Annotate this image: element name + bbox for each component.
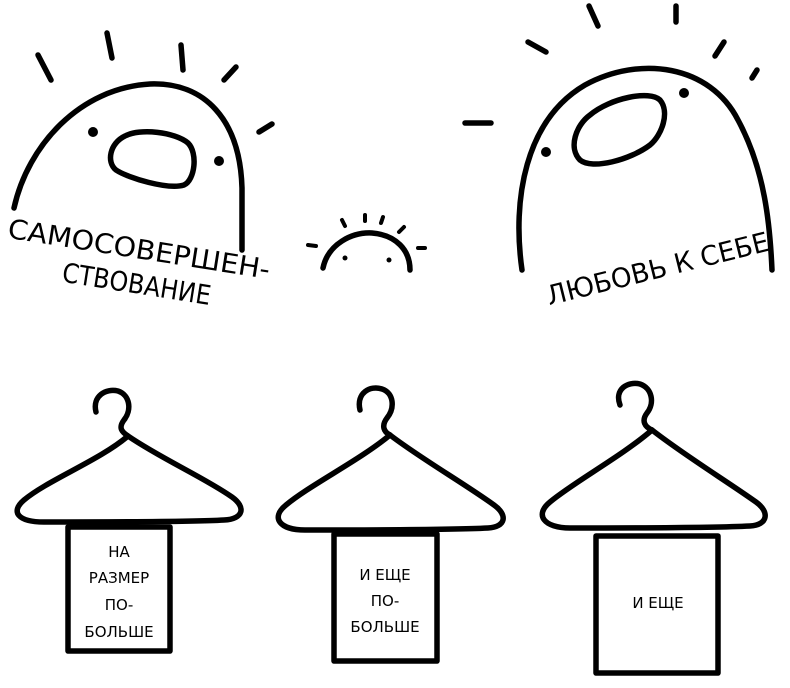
hanger-1-text-line4: БОЛЬШЕ bbox=[84, 623, 153, 641]
hanger-2-text-line1: И ЕЩЕ bbox=[359, 566, 410, 584]
hanger-2: И ЕЩЕ ПО- БОЛЬШЕ bbox=[275, 385, 506, 664]
small-blob bbox=[306, 213, 427, 273]
hanger-2-triangle bbox=[275, 432, 506, 533]
left-blob-eye-left bbox=[88, 127, 98, 137]
hanger-2-garment bbox=[331, 531, 440, 664]
right-blob-outline bbox=[516, 65, 775, 273]
small-blob-eye-right bbox=[386, 257, 392, 263]
left-blob: САМОСОВЕРШЕН- СТВОВАНИЕ bbox=[6, 30, 275, 312]
hanger-1-triangle bbox=[14, 433, 244, 525]
hanger-1-garment bbox=[65, 524, 173, 654]
hanger-3-hook bbox=[615, 380, 655, 433]
left-blob-mouth bbox=[107, 129, 197, 189]
hanger-3-garment bbox=[593, 533, 721, 676]
left-blob-rays bbox=[35, 30, 275, 135]
small-blob-eye-left bbox=[342, 255, 348, 261]
small-blob-rays bbox=[306, 213, 427, 250]
hanger-3-triangle bbox=[539, 427, 768, 531]
right-blob-rays bbox=[462, 3, 760, 126]
right-blob: ЛЮБОВЬ К СЕБЕ bbox=[462, 3, 775, 312]
small-blob-outline bbox=[320, 230, 413, 273]
right-blob-mouth bbox=[571, 92, 668, 167]
right-blob-label: ЛЮБОВЬ К СЕБЕ bbox=[543, 227, 772, 312]
hanger-1-text-line3: ПО- bbox=[105, 596, 134, 614]
hanger-2-hook bbox=[356, 385, 395, 438]
hanger-1: НА РАЗМЕР ПО- БОЛЬШЕ bbox=[14, 387, 244, 654]
hanger-3-text-line1: И ЕЩЕ bbox=[632, 594, 683, 612]
left-blob-eye-right bbox=[214, 156, 224, 166]
hanger-1-text-line1: НА bbox=[108, 543, 130, 561]
hanger-1-hook bbox=[92, 387, 132, 439]
right-blob-eye-left bbox=[541, 147, 551, 157]
hanger-1-text-line2: РАЗМЕР bbox=[89, 569, 149, 587]
hanger-2-text-line2: ПО- bbox=[371, 592, 400, 610]
hanger-3: И ЕЩЕ bbox=[539, 380, 768, 676]
hanger-2-text-line3: БОЛЬШЕ bbox=[350, 618, 419, 636]
right-blob-eye-right bbox=[679, 88, 689, 98]
left-blob-outline bbox=[11, 81, 245, 253]
